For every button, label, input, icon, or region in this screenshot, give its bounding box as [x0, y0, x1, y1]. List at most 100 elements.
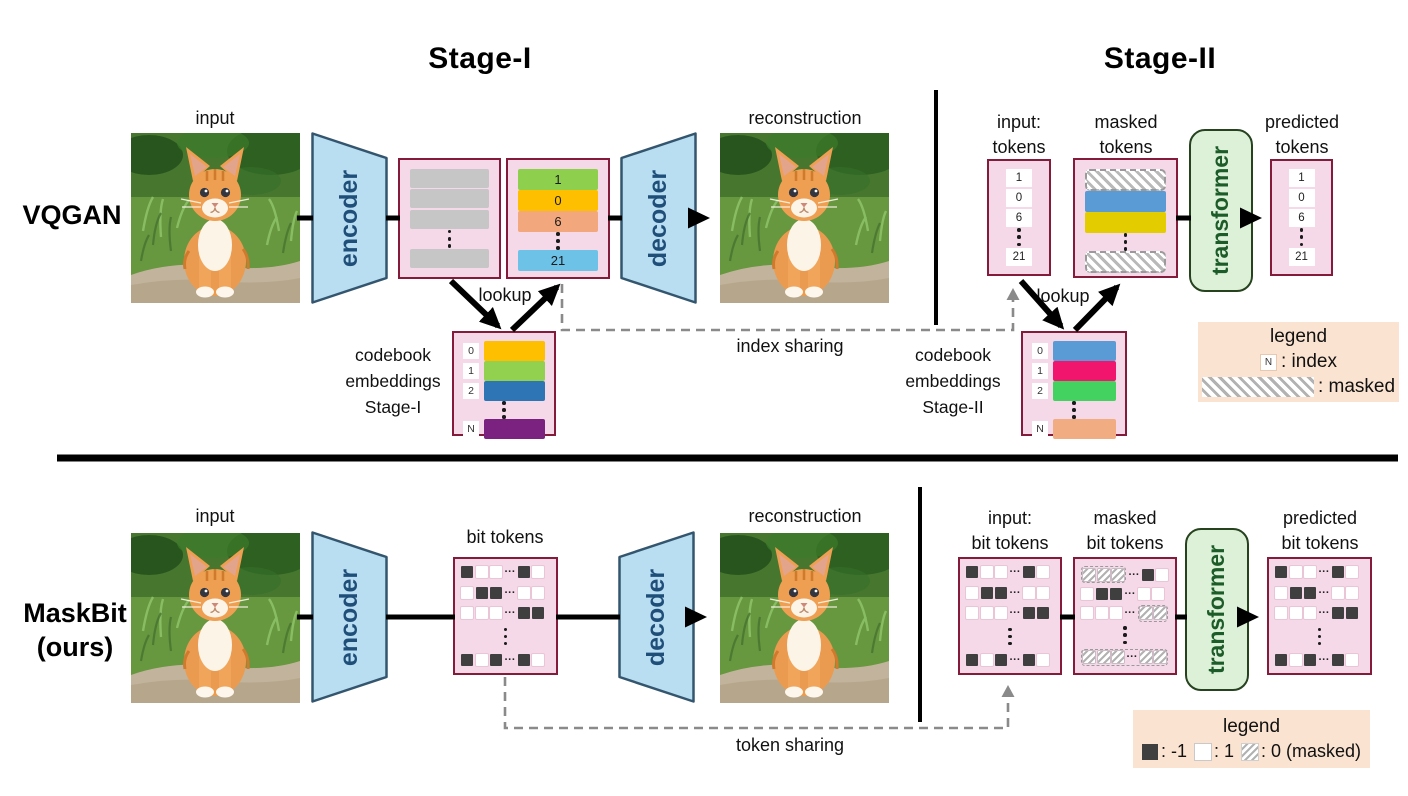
- bit-grid-row: ···: [1081, 566, 1169, 583]
- token-bar: [1085, 191, 1166, 212]
- bit-grid-row: ···: [1081, 587, 1169, 600]
- lookup-label-stage2: lookup: [1036, 286, 1090, 306]
- bit-cell: [1022, 566, 1035, 578]
- bit-cell: [1346, 607, 1358, 620]
- bit-cell: [517, 586, 530, 599]
- bit-tokens-box: ············: [453, 557, 558, 675]
- masked-tokens-header-l1: masked: [1094, 112, 1158, 132]
- bit-cell: [1083, 651, 1095, 664]
- bit-cell: [532, 607, 544, 620]
- bit-grid-row: ···: [1081, 648, 1169, 666]
- bit-cell: [1275, 566, 1287, 578]
- bit-cell: [1097, 568, 1110, 581]
- legend-index-label: : index: [1281, 351, 1337, 372]
- bit-cell: [1037, 607, 1049, 620]
- codebook-index-chip: N: [1032, 420, 1048, 437]
- bit-cell: [1331, 607, 1344, 620]
- bit-cell: [1081, 587, 1093, 600]
- masked-tokens-box: [1073, 158, 1178, 278]
- ellipsis-horizontal-icon: ···: [1128, 568, 1140, 581]
- bit-grid-row: ···: [461, 653, 550, 666]
- bit-grid-row: ···: [966, 566, 1054, 578]
- bit-grid-row: ···: [1275, 607, 1364, 620]
- bit-grid-row: ···: [1275, 586, 1364, 599]
- codebook-index-chip: 0: [463, 343, 479, 359]
- latent-embeddings-box: [398, 158, 501, 279]
- ellipsis-horizontal-icon: ···: [1009, 566, 1021, 578]
- masked-bit-header-l1: masked: [1093, 508, 1157, 528]
- legend-masked-row: : masked: [1201, 376, 1395, 398]
- predicted-tokens-header-l2: tokens: [1275, 137, 1329, 157]
- token-bar: [410, 248, 489, 268]
- bit-cell: [461, 586, 473, 599]
- codebook-index-chip: 1: [1032, 363, 1048, 379]
- bit-grid-row: ···: [461, 566, 550, 578]
- token-bar: [1085, 212, 1166, 233]
- codebook2-label: codebook embeddings Stage-II: [896, 342, 1010, 420]
- decoder-label: decoder: [644, 169, 673, 267]
- bit-cell: [1112, 651, 1124, 664]
- codebook1-line3: Stage-I: [364, 397, 422, 417]
- bit-cell: [1037, 566, 1049, 578]
- codebook-row: 1: [1032, 361, 1116, 381]
- bit-cell: [490, 586, 502, 599]
- ellipsis-horizontal-icon: ···: [1009, 653, 1021, 666]
- input-bit-header-l2: bit tokens: [971, 533, 1049, 553]
- ellipsis-vertical-icon: [556, 232, 560, 250]
- legend-masked0-label: : 0 (masked): [1261, 741, 1362, 761]
- ellipsis-vertical-icon: [1299, 228, 1304, 247]
- input-bit-header-l1: input:: [987, 508, 1033, 528]
- bit-cell: [1275, 607, 1287, 620]
- bit-cell: [1154, 651, 1166, 664]
- ellipsis-vertical-icon: [1317, 627, 1322, 646]
- input-tokens-header: input: tokens: [969, 110, 1069, 160]
- masked-tokens-header-l2: tokens: [1099, 137, 1153, 157]
- ellipsis-horizontal-icon: ···: [1318, 607, 1330, 620]
- ellipsis-vertical-icon: [1123, 626, 1127, 645]
- codebook-row: N: [463, 418, 545, 439]
- masked-bit-header-l2: bit tokens: [1086, 533, 1164, 553]
- token-index-chip: 21: [1006, 247, 1032, 266]
- bit-cell: [475, 586, 488, 599]
- maskbit-label-line2: (ours): [36, 632, 114, 662]
- ellipsis-vertical-icon: [1017, 228, 1021, 247]
- predicted-tokens-header-l1: predicted: [1264, 112, 1340, 132]
- token-bar: [410, 209, 489, 229]
- bit-cell: [461, 607, 473, 620]
- token-index-chip: 1: [1288, 169, 1315, 187]
- predicted-bit-header-l2: bit tokens: [1281, 533, 1359, 553]
- index-chip-glyph: N: [1260, 353, 1277, 371]
- bit-cell: [1141, 568, 1154, 581]
- bit-grid-row: [1081, 626, 1169, 645]
- ellipsis-horizontal-icon: ···: [1124, 607, 1136, 620]
- codebook2-line2: embeddings: [905, 371, 1001, 391]
- bit-cell: [490, 566, 502, 578]
- bit-grid-row: ···: [1275, 653, 1364, 666]
- bit-cell: [1304, 653, 1316, 666]
- codebook-embedding-bar: [484, 418, 545, 439]
- bit-cell: [1022, 653, 1035, 666]
- bit-grid-row: [1275, 627, 1364, 646]
- bit-cell: [1304, 607, 1316, 620]
- token-index-chip: 21: [1288, 247, 1315, 266]
- maskbit-row-label: MaskBit (ours): [13, 596, 137, 664]
- decoder-block-vqgan: decoder: [620, 132, 697, 304]
- bit-cell: [1081, 607, 1093, 620]
- input-tokens-header-l2: tokens: [992, 137, 1046, 157]
- bit-cell: [1331, 586, 1344, 599]
- predicted-tokens-header: predicted tokens: [1252, 110, 1352, 160]
- codebook2-line1: codebook: [915, 345, 991, 365]
- ellipsis-horizontal-icon: ···: [504, 607, 516, 620]
- bit-cell: [1137, 587, 1150, 600]
- bit-cell: [980, 586, 993, 599]
- input-photo-vqgan: [131, 133, 300, 303]
- masked-hatch-glyph: [1201, 377, 1314, 397]
- bit-cell: [1289, 566, 1302, 578]
- decoder-block-maskbit: decoder: [618, 531, 695, 703]
- ellipsis-horizontal-icon: ···: [1126, 651, 1138, 664]
- bit-pos1-glyph: [1194, 743, 1211, 760]
- bit-cell: [1022, 607, 1035, 620]
- bit-cell: [1331, 566, 1344, 578]
- ellipsis-horizontal-icon: ···: [504, 653, 516, 666]
- input-photo-maskbit: [131, 533, 300, 703]
